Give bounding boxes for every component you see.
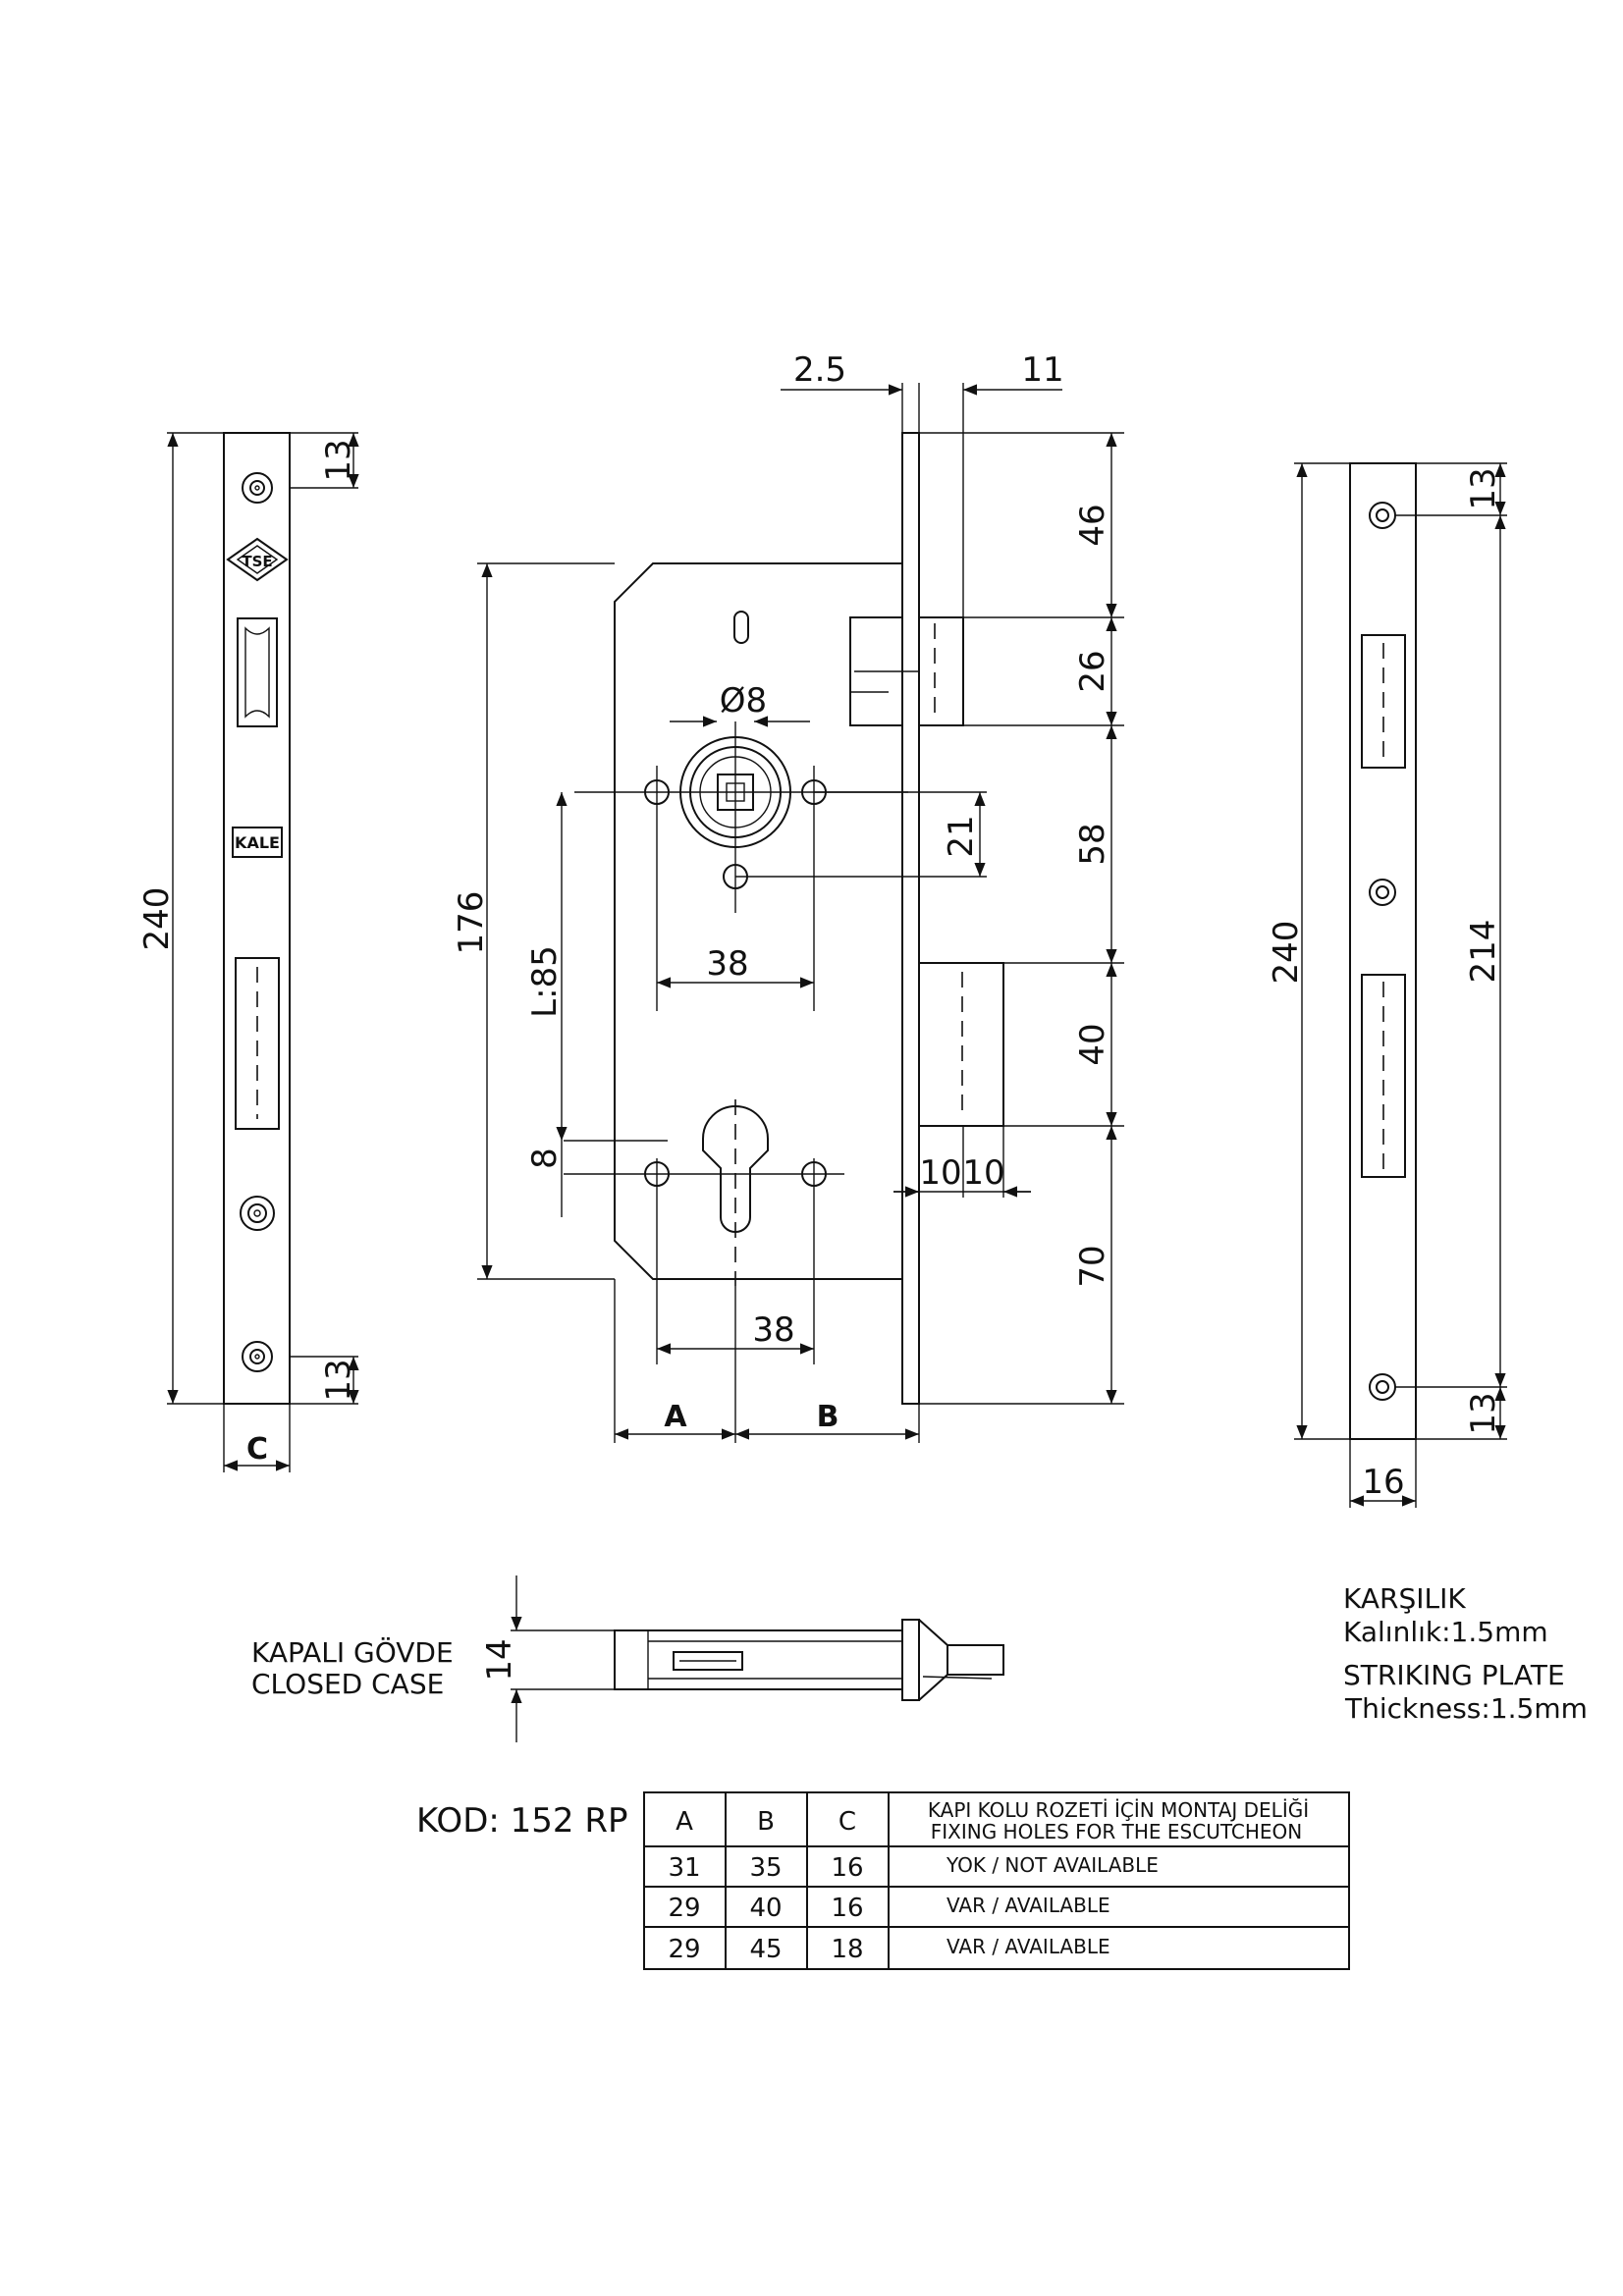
offset-21-label: 21	[942, 815, 981, 857]
table-row-3-b: 45	[749, 1935, 782, 1964]
table-row-1-a: 31	[668, 1853, 700, 1883]
right-dim-70-label: 70	[1073, 1245, 1112, 1287]
front-plate-outline	[223, 432, 291, 1405]
strike-width-label: 16	[1362, 1463, 1404, 1502]
spindle-diameter-label: Ø8	[720, 681, 767, 721]
screw-hole-icon	[240, 1196, 275, 1231]
forend-plate	[901, 432, 920, 1405]
dim-a-label: A	[664, 1400, 687, 1434]
closed-case-label-tr: KAPALI GÖVDE	[251, 1635, 454, 1669]
lock-body-view: 2.5 11 176 L:85 8 Ø8 38 38 21	[452, 350, 1124, 1443]
top-dim-b-label: 11	[1021, 350, 1063, 390]
table-header-b: B	[757, 1807, 775, 1837]
screw-hole-icon	[1369, 502, 1396, 529]
table-row-3-c: 18	[831, 1935, 863, 1964]
screw-hole-icon	[1369, 1373, 1396, 1401]
backset-label: L:85	[525, 945, 565, 1018]
table-row-3-desc: VAR / AVAILABLE	[947, 1935, 1110, 1958]
table-row-2-desc: VAR / AVAILABLE	[947, 1894, 1110, 1917]
lock-body-outline	[614, 562, 902, 1280]
strike-height-label: 240	[1267, 921, 1306, 985]
striking-plate-title-tr: KARŞILIK	[1343, 1582, 1466, 1615]
kale-logo-icon: KALE	[232, 827, 283, 858]
table-row-1-b: 35	[749, 1853, 782, 1883]
table-row-3-a: 29	[668, 1935, 700, 1964]
table-header-c: C	[839, 1807, 856, 1837]
table-header-a: A	[676, 1807, 693, 1837]
tse-logo-icon: TSE	[226, 537, 289, 582]
striking-plate-outline	[1349, 462, 1417, 1440]
striking-plate-title-en: STRIKING PLATE	[1343, 1659, 1565, 1691]
closed-case-view: KAPALI GÖVDE CLOSED CASE 14	[251, 1575, 1004, 1742]
right-dim-40-label: 40	[1073, 1023, 1112, 1065]
striking-plate-thickness-en: Thickness:1.5mm	[1344, 1692, 1588, 1725]
bolt-strike-slot	[1361, 974, 1406, 1178]
right-dim-26-label: 26	[1073, 650, 1112, 692]
table-header-desc-en: FIXING HOLES FOR THE ESCUTCHEON	[931, 1820, 1303, 1843]
deadbolt	[918, 962, 1004, 1127]
striking-plate-note: KARŞILIK Kalınlık:1.5mm STRIKING PLATE T…	[1343, 1582, 1588, 1725]
table-row-1-c: 16	[831, 1853, 863, 1883]
strike-hole-span-label: 214	[1464, 920, 1503, 984]
striking-plate-thickness-tr: Kalınlık:1.5mm	[1343, 1616, 1548, 1648]
screw-hole-icon	[242, 1341, 273, 1372]
latch-dim-10a-label: 10	[919, 1153, 961, 1193]
screw-hole-icon	[1369, 879, 1396, 906]
right-dim-58-label: 58	[1073, 823, 1112, 865]
top-dim-a-label: 2.5	[793, 350, 846, 390]
table-row-2-a: 29	[668, 1894, 700, 1923]
dim-b-label: B	[817, 1400, 839, 1434]
body-height-label: 176	[452, 891, 491, 955]
lower-hole-spacing-label: 38	[752, 1310, 794, 1350]
front-plate-view: TSE KALE 240 13 13 C	[137, 432, 359, 1472]
deadbolt-slot	[235, 957, 280, 1130]
table-header-desc-tr: KAPI KOLU ROZETİ İÇİN MONTAJ DELİĞİ	[928, 1798, 1309, 1822]
striking-plate-view: 240 214 13 13 16	[1267, 462, 1507, 1508]
product-code-label: KOD: 152 RP	[416, 1801, 627, 1841]
table-row-1-desc: YOK / NOT AVAILABLE	[946, 1853, 1159, 1877]
strike-top-label: 13	[1464, 467, 1503, 509]
latch-strike-slot	[1361, 634, 1406, 769]
front-bottom-offset-label: 13	[319, 1359, 358, 1401]
kale-logo-text: KALE	[235, 833, 280, 852]
front-width-label: C	[246, 1432, 268, 1467]
closed-case-thickness-label: 14	[480, 1638, 519, 1681]
table-row-2-c: 16	[831, 1894, 863, 1923]
front-top-offset-label: 13	[319, 439, 358, 481]
spec-table: A B C KAPI KOLU ROZETİ İÇİN MONTAJ DELİĞ…	[643, 1791, 1350, 1970]
cylinder-cutout	[702, 1105, 769, 1233]
screw-hole-icon	[242, 472, 273, 504]
strike-bottom-label: 13	[1464, 1392, 1503, 1434]
latch-slot	[237, 617, 278, 727]
right-dim-46-label: 46	[1073, 504, 1112, 546]
front-height-label: 240	[137, 887, 177, 951]
offset-8-label: 8	[525, 1148, 565, 1169]
upper-hole-spacing-label: 38	[706, 944, 748, 984]
tse-logo-text: TSE	[242, 553, 272, 570]
closed-case-label-en: CLOSED CASE	[251, 1668, 444, 1700]
table-row-2-b: 40	[749, 1894, 782, 1923]
latch-dim-10b-label: 10	[962, 1153, 1004, 1193]
